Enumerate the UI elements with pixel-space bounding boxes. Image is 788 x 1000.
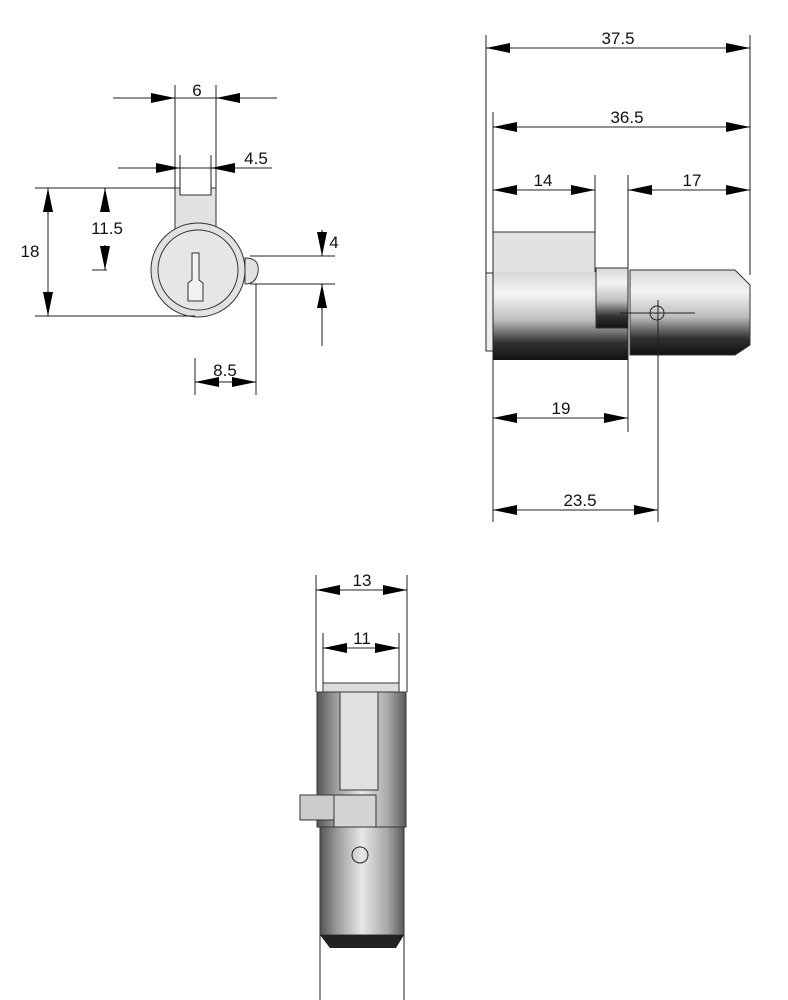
keyway-icon (187, 252, 204, 302)
dim-step-position: 19 (552, 399, 571, 418)
dim-tab-width: 6 (192, 81, 201, 100)
bottom-view-body (299, 682, 407, 948)
pin-hole-icon (351, 846, 369, 864)
dim-nub-offset: 8.5 (213, 361, 237, 380)
dim-total-height: 18 (21, 242, 40, 261)
dim-hole-position: 23.5 (563, 491, 596, 510)
dim-notch-width: 4.5 (244, 149, 268, 168)
pin-hole-icon (649, 305, 665, 321)
front-view-body (150, 187, 259, 318)
dim-tab-length: 14 (534, 171, 553, 190)
dim-center-height: 11.5 (91, 219, 123, 238)
dim-cap-diameter: 11 (353, 629, 371, 648)
dim-body-length: 36.5 (610, 108, 643, 127)
dim-plug-length: 17 (683, 171, 702, 190)
bottom-view: 13 11 (299, 571, 408, 1000)
dim-nub-height: 4 (329, 233, 338, 252)
front-view: 6 4.5 18 11.5 4 8.5 (21, 81, 339, 395)
dim-body-diameter: 13 (353, 571, 372, 590)
dim-overall-length: 37.5 (601, 29, 634, 48)
side-view-body (485, 231, 751, 360)
side-view: 37.5 36.5 14 17 19 23.5 (485, 29, 751, 522)
